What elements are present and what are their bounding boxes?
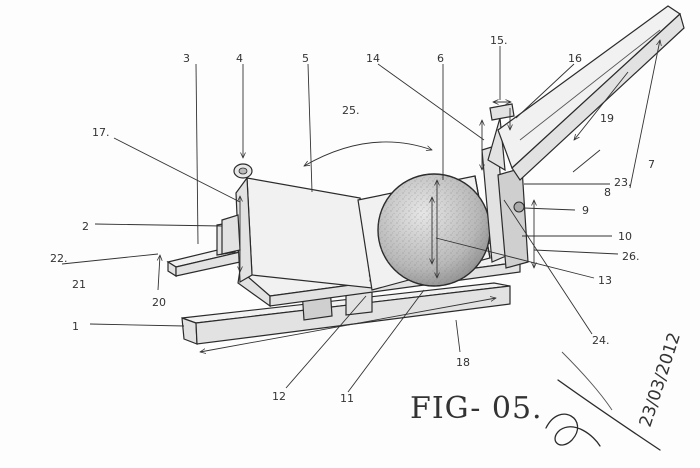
label-8: 8 (604, 186, 611, 199)
part-labels: 1 2 3 4 5 6 7 8 9 10 11 12 13 14 15. 16 … (50, 34, 655, 405)
label-24: 24. (592, 334, 610, 347)
dimension-arrows (158, 40, 660, 352)
label-5: 5 (302, 52, 309, 65)
label-11: 11 (340, 392, 354, 405)
label-21: 21 (72, 278, 86, 291)
label-12: 12 (272, 390, 286, 403)
left-clamp-plate (235, 176, 373, 289)
label-18: 18 (456, 356, 470, 369)
lever-arm (497, 5, 685, 181)
ball (377, 173, 491, 287)
label-20: 20 (152, 296, 166, 309)
label-3: 3 (183, 52, 190, 65)
signature (545, 351, 661, 451)
left-small-block (221, 214, 241, 255)
label-9: 9 (582, 204, 589, 217)
label-25: 25. (342, 104, 360, 117)
label-17: 17. (92, 126, 110, 139)
label-19: 19 (600, 112, 614, 125)
label-13: 13 (598, 274, 612, 287)
label-16: 16 (568, 52, 582, 65)
right-block (481, 117, 529, 269)
leader-lines (61, 46, 619, 393)
figure-date: 23/03/2012 (636, 330, 685, 429)
figure-title: FIG- 05. (410, 391, 543, 426)
label-22: 22. (50, 252, 68, 265)
label-15: 15. (490, 34, 508, 47)
label-23: 23. (614, 176, 632, 189)
label-10: 10 (618, 230, 632, 243)
top-knob (233, 163, 253, 179)
label-2: 2 (82, 220, 89, 233)
label-14: 14 (366, 52, 380, 65)
label-1: 1 (72, 320, 79, 333)
label-7: 7 (648, 158, 655, 171)
label-4: 4 (236, 52, 243, 65)
label-26: 26. (622, 250, 640, 263)
top-cap (489, 103, 515, 121)
label-6: 6 (437, 52, 444, 65)
